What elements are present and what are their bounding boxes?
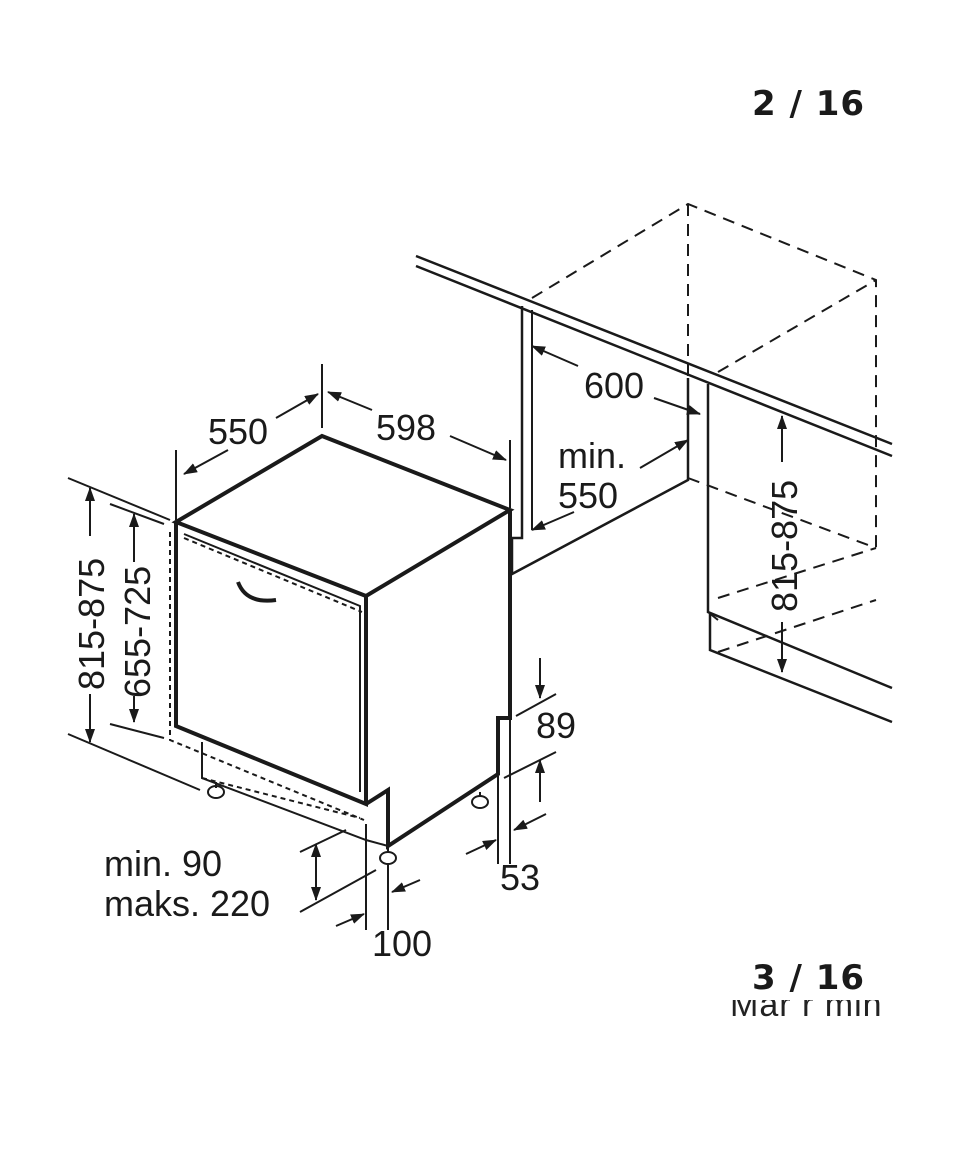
label-left-height: 815-875 [71, 558, 112, 690]
page-number-top: 2 / 16 [752, 84, 866, 124]
door-handle [236, 581, 277, 603]
foot-rear-right [471, 795, 489, 809]
label-width: 598 [376, 407, 436, 448]
dim-depth: 550 [175, 364, 323, 520]
label-depth: 550 [208, 411, 268, 452]
dim-niche-depth: min. 550 [531, 435, 689, 531]
installation-niche [415, 202, 893, 724]
label-plinth-height: 89 [536, 705, 576, 746]
label-plinth-max: maks. 220 [104, 883, 270, 924]
dim-width: 598 [327, 391, 511, 508]
page-number-bottom: 3 / 16 [752, 958, 866, 998]
label-plinth-min: min. 90 [104, 843, 222, 884]
dishwasher-body [169, 433, 515, 865]
label-niche-height: 815-875 [764, 480, 805, 612]
dim-foot-offset: 100 [335, 824, 432, 964]
dim-left-heights: 815-875 655-725 [67, 477, 201, 791]
label-left-door-height: 655-725 [117, 566, 158, 698]
dim-plinth-min-max: min. 90 maks. 220 [104, 829, 377, 924]
dim-niche-width: 600 [531, 345, 701, 415]
label-niche-depth-line2: 550 [558, 475, 618, 516]
label-niche-width: 600 [584, 365, 644, 406]
dim-plinth-height: 89 [503, 658, 576, 802]
label-plinth-recess: 53 [500, 857, 540, 898]
label-foot-offset: 100 [372, 923, 432, 964]
label-niche-depth-line1: min. [558, 435, 626, 476]
cut-off-text: Mar r min [730, 1000, 883, 1026]
cut-off-text-label: Mar r min [730, 1000, 883, 1024]
foot-front-right [379, 851, 397, 865]
dim-plinth-recess: 53 [465, 720, 547, 898]
dim-niche-height: 815-875 [764, 415, 805, 673]
